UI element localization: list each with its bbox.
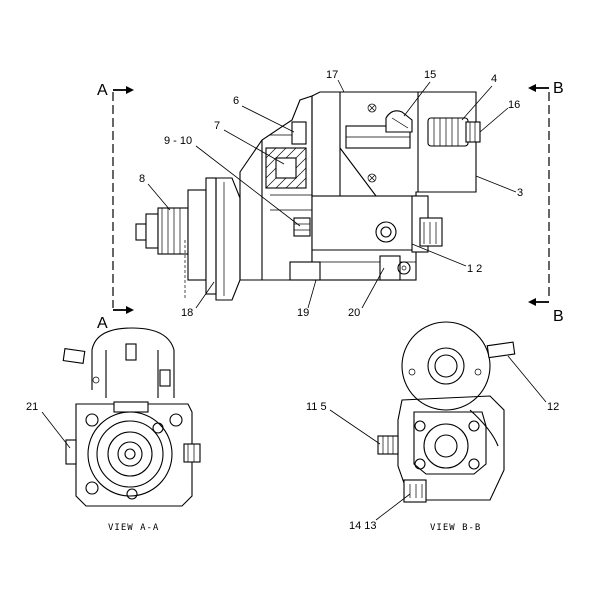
callout-19: 19: [297, 307, 309, 319]
section-b-top-label: B: [553, 80, 564, 97]
callout-7: 7: [214, 120, 220, 132]
callout-18: 18: [181, 307, 193, 319]
callout-20: 20: [348, 307, 360, 319]
callout-17: 17: [326, 69, 338, 81]
callout-4: 4: [491, 73, 497, 85]
callout-1-2: 1 2: [467, 263, 482, 275]
view-a-a: 21 VIEW A-A: [26, 327, 201, 533]
callout-11-5: 11 5: [306, 401, 327, 413]
callout-16: 16: [508, 99, 520, 111]
section-b-bottom-label: B: [553, 308, 564, 325]
callout-8: 8: [139, 173, 145, 185]
section-a-bottom-label: A: [97, 315, 108, 332]
callout-12: 12: [547, 401, 559, 413]
callout-6: 6: [233, 95, 239, 107]
section-a-top-label: A: [97, 82, 108, 99]
callout-15: 15: [424, 69, 436, 81]
callouts-main: 17 15 4 16 6 7 9 - 10 8 3 1 2 18 19 20: [139, 69, 523, 319]
section-line-a: A A: [97, 82, 134, 332]
callout-3: 3: [517, 187, 523, 199]
callout-14-13: 14 13: [349, 520, 377, 532]
starter-side-view: [135, 91, 481, 301]
view-b-b-label: VIEW B-B: [430, 523, 481, 533]
view-b-b: 11 5 12 14 13 VIEW B-B: [306, 321, 559, 533]
callout-9-10: 9 - 10: [164, 135, 192, 147]
view-a-a-label: VIEW A-A: [108, 523, 159, 533]
callout-21: 21: [26, 401, 38, 413]
section-line-b: B B: [528, 80, 564, 325]
